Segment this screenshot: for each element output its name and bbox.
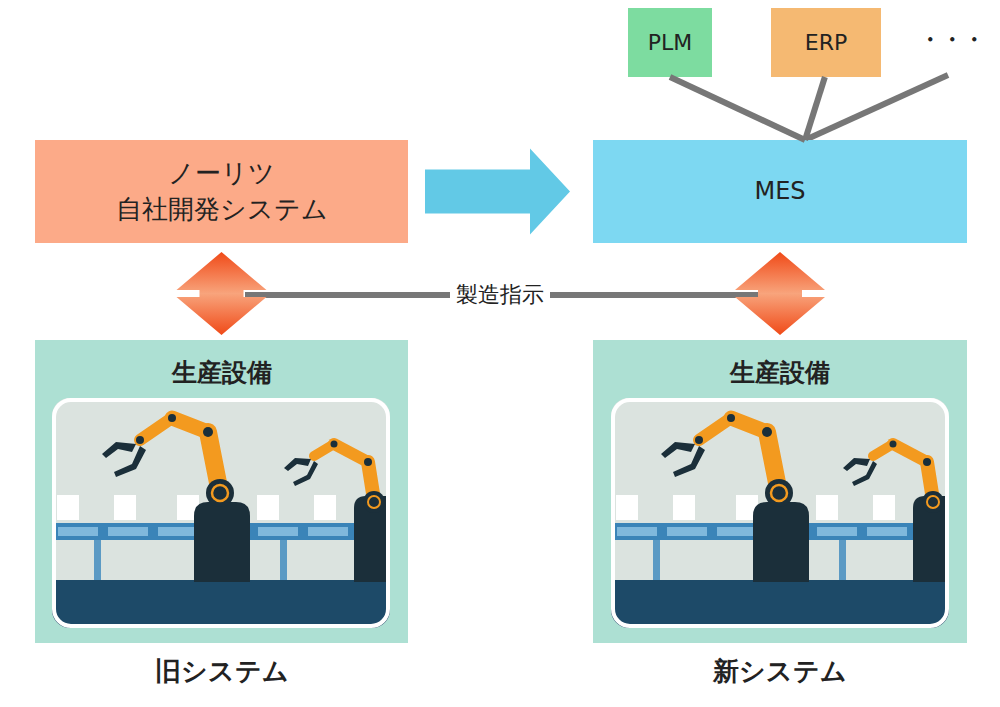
node-text: PLM bbox=[648, 28, 693, 58]
equipment-panel: 生産設備 bbox=[35, 340, 408, 643]
system-box: PLM bbox=[628, 8, 712, 77]
node-text: MES bbox=[754, 175, 805, 207]
connector-line bbox=[805, 77, 825, 140]
node-text: ノーリツ 自社開発システム bbox=[102, 156, 342, 226]
connector-line bbox=[670, 77, 805, 140]
node-text: 生産設備 bbox=[172, 356, 272, 390]
more-systems-wire bbox=[805, 75, 948, 140]
factory-illustration bbox=[52, 398, 392, 628]
group-caption: 旧システム bbox=[149, 656, 295, 687]
block-arrow bbox=[425, 149, 570, 235]
node-text: 生産設備 bbox=[730, 356, 830, 390]
legacy-system-box: ノーリツ 自社開発システム bbox=[35, 140, 408, 243]
ellipsis-mark: ・・・ bbox=[913, 27, 991, 53]
block-arrow bbox=[735, 252, 825, 335]
mes-box: MES bbox=[593, 140, 967, 243]
factory-illustration bbox=[611, 398, 951, 628]
flow-label: 製造指示 bbox=[450, 282, 550, 308]
block-arrow bbox=[177, 252, 267, 335]
equipment-panel: 生産設備 bbox=[593, 340, 967, 643]
group-caption: 新システム bbox=[707, 656, 853, 687]
system-box: ERP bbox=[771, 8, 881, 77]
node-text: ERP bbox=[805, 28, 847, 58]
instruction-line bbox=[245, 292, 760, 298]
